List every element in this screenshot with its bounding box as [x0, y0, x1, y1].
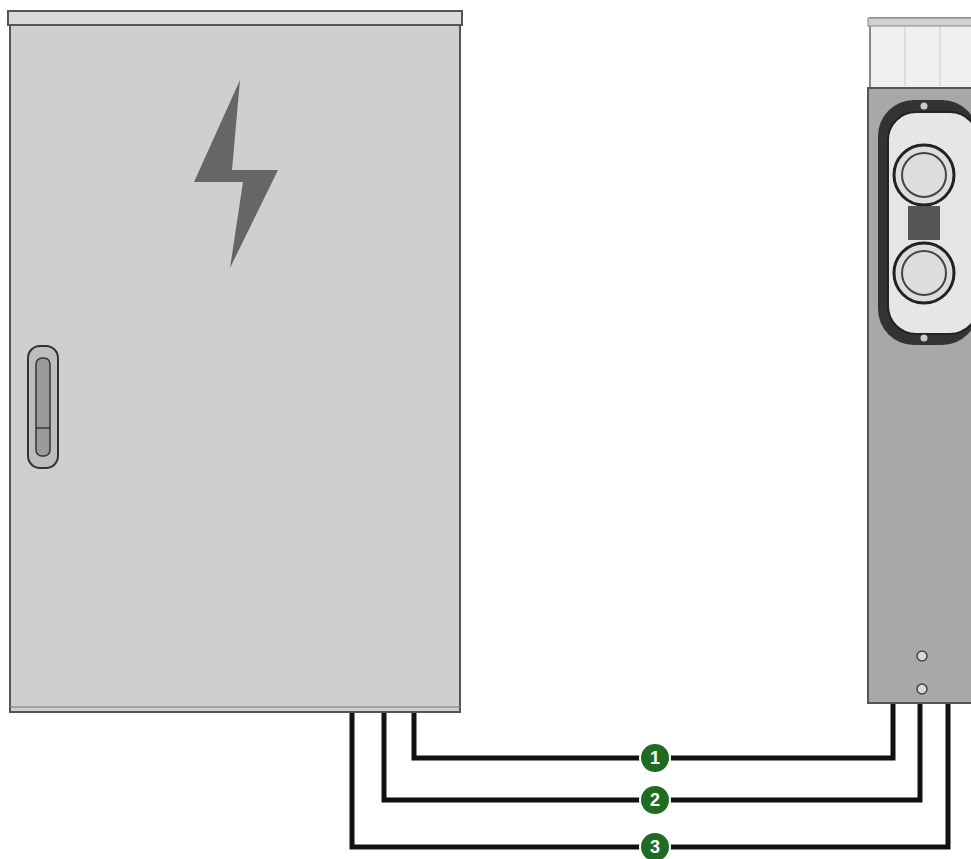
callout-number: 1	[641, 744, 669, 772]
charging-post	[868, 18, 971, 703]
callout-number: 2	[641, 786, 669, 814]
cables	[352, 703, 948, 847]
distribution-cabinet	[8, 11, 462, 712]
callout-number: 3	[641, 833, 669, 859]
